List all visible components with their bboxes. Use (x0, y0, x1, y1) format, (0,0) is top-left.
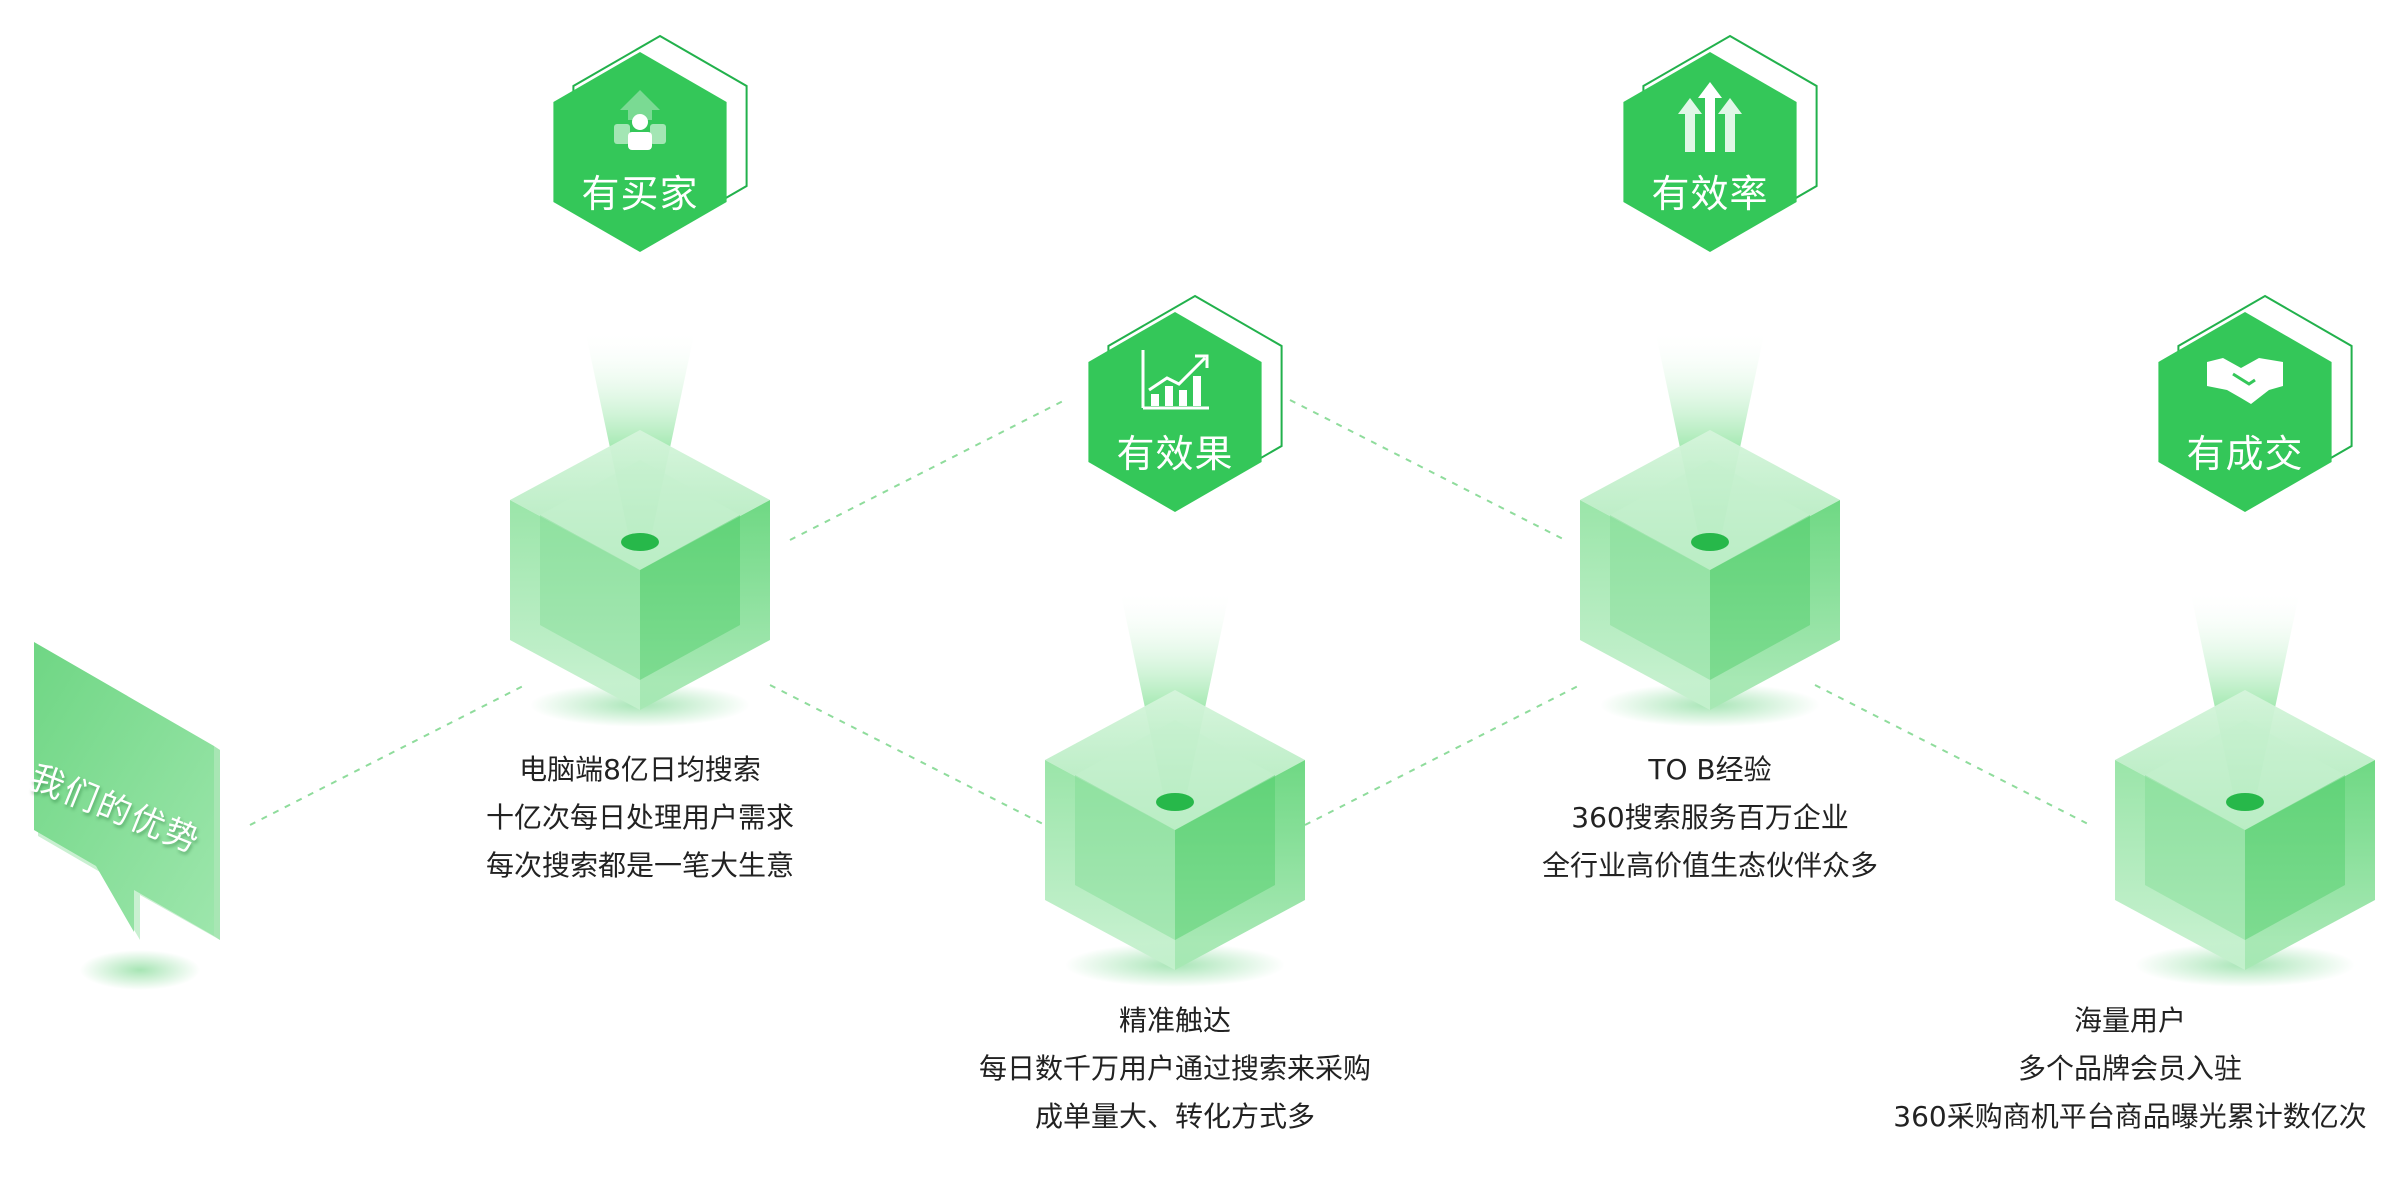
advantages-sign (34, 642, 220, 990)
desc-line: 360搜索服务百万企业 (1571, 801, 1849, 834)
glass-cube (2115, 590, 2375, 987)
feature-desc-efficiency: TO B经验 360搜索服务百万企业 全行业高价值生态伙伴众多 (1410, 746, 2010, 890)
feature-desc-buyers: 电脑端8亿日均搜索 十亿次每日处理用户需求 每次搜索都是一笔大生意 (340, 746, 940, 890)
desc-line: 精准触达 (1118, 1004, 1231, 1037)
growth-chart-icon (1135, 340, 1215, 412)
desc-line: 电脑端8亿日均搜索 (519, 753, 761, 786)
desc-line: 全行业高价值生态伙伴众多 (1541, 849, 1878, 882)
feature-title: 有买家 (581, 172, 699, 216)
feature-desc-effect: 精准触达 每日数千万用户通过搜索来采购 成单量大、转化方式多 (875, 997, 1475, 1141)
glass-cube (510, 330, 770, 727)
desc-line: 每日数千万用户通过搜索来采购 (978, 1052, 1371, 1085)
hexagon-badge: 有买家 (550, 34, 748, 252)
desc-line: 海量用户 (2073, 1004, 2186, 1037)
desc-line: 成单量大、转化方式多 (1034, 1100, 1315, 1133)
feature-title: 有效果 (1116, 432, 1234, 476)
up-arrows-icon (1670, 80, 1750, 152)
feature-desc-deals: 海量用户 多个品牌会员入驻 360采购商机平台商品曝光累计数亿次 (1830, 997, 2400, 1141)
desc-line: 十亿次每日处理用户需求 (485, 801, 794, 834)
desc-line: 多个品牌会员入驻 (2017, 1052, 2242, 1085)
glass-cube (1580, 330, 1840, 727)
connector-line (789, 399, 1066, 541)
feature-title: 有成交 (2186, 432, 2304, 476)
desc-line: 360采购商机平台商品曝光累计数亿次 (1893, 1100, 2367, 1133)
desc-line: TO B经验 (1648, 753, 1772, 786)
feature-title: 有效率 (1651, 172, 1769, 216)
hexagon-badge: 有成交 (2155, 294, 2353, 512)
hexagon-badge: 有效果 (1085, 294, 1283, 512)
glass-cube (1045, 590, 1305, 987)
handshake-icon (2205, 340, 2285, 412)
hexagon-badge: 有效率 (1620, 34, 1818, 252)
users-icon (600, 80, 680, 152)
connector-line (1289, 399, 1566, 541)
desc-line: 每次搜索都是一笔大生意 (485, 849, 794, 882)
